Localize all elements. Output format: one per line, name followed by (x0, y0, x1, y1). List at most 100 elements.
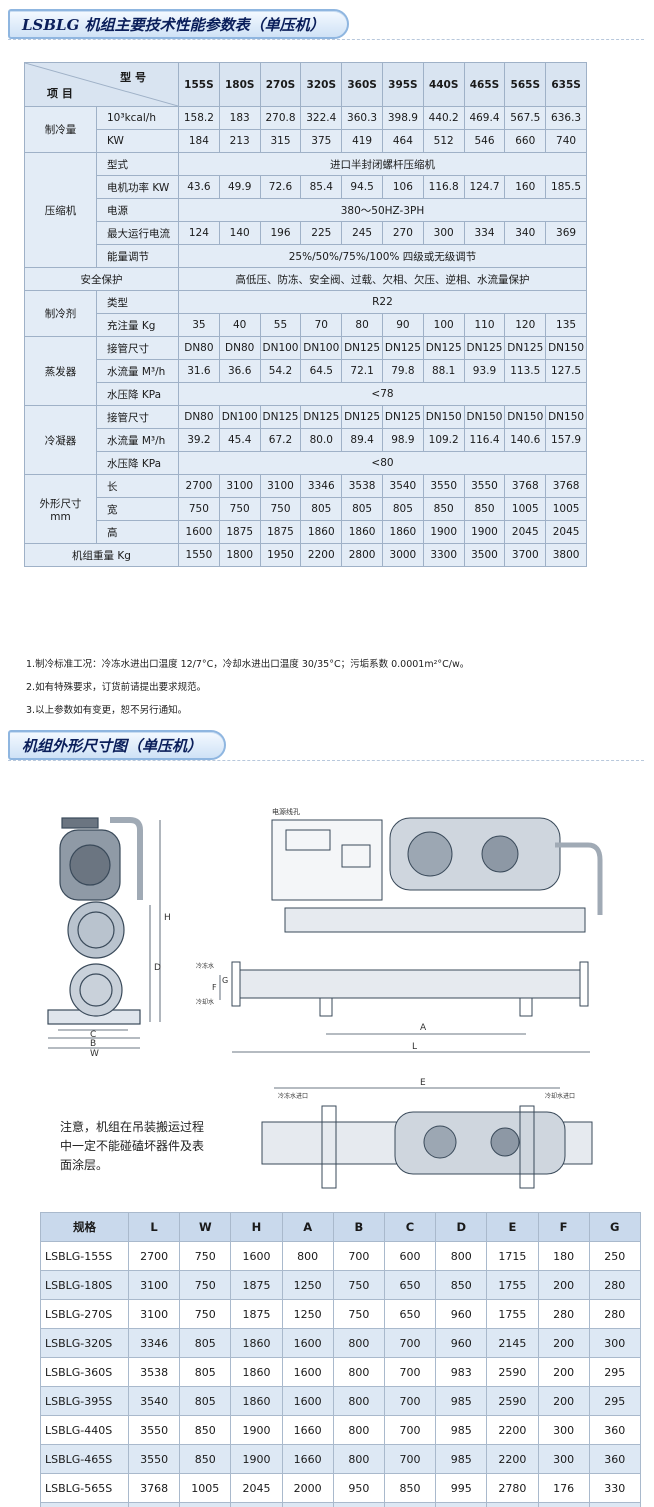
dims-model-cell: LSBLG-395S (40, 1386, 129, 1416)
condenser-pipe-row-value: DN125 (341, 405, 383, 429)
cooling-kw-row-value: 315 (259, 129, 302, 153)
compressor-type-row-label: 型式 (96, 152, 179, 176)
cooling-kcal-row-value: 440.2 (422, 106, 465, 130)
dims-header-w: W (179, 1212, 232, 1242)
dimension-label-line1: 外形尺寸 (39, 497, 82, 510)
section-banner-drawing: 机组外形尺寸图（单压机） (8, 727, 644, 763)
dims-value-cell: 3768 (127, 1473, 181, 1503)
label-cooling-water: 冷却水 (196, 998, 214, 1006)
weight-label: 机组重量 Kg (24, 543, 179, 567)
dims-value-cell: 2780 (486, 1473, 539, 1503)
dimension-height-row-value: 1875 (259, 520, 302, 544)
dims-value-cell: 200 (537, 1270, 590, 1300)
condenser-flow-row-value: 39.2 (178, 428, 220, 452)
compressor-current-row-value: 196 (259, 221, 302, 245)
cooling-kw-row-value: 660 (504, 129, 547, 153)
dims-value-cell: 700 (383, 1328, 437, 1358)
dims-value-cell: 2145 (486, 1328, 539, 1358)
dims-value-cell: 2590 (486, 1386, 539, 1416)
dimension-width-row-value: 750 (218, 497, 261, 521)
dims-value-cell: 3550 (127, 1444, 181, 1474)
condenser-flow-row-value: 116.4 (463, 428, 506, 452)
dimension-width-row-value: 805 (341, 497, 383, 521)
dims-value-cell: 180 (537, 1241, 590, 1271)
dims-value-cell: 300 (537, 1415, 590, 1445)
condenser-pipe-row-value: DN80 (178, 405, 220, 429)
dims-value-cell: 750 (179, 1299, 232, 1329)
dimension-height-row-value: 1600 (178, 520, 220, 544)
condenser-drop-row-value: <80 (178, 451, 587, 475)
weight-value: 1550 (178, 543, 220, 567)
evaporator-pipe-row-value: DN150 (545, 336, 587, 360)
dims-value-cell: 960 (435, 1328, 488, 1358)
dims-value-cell: 700 (383, 1386, 437, 1416)
dims-value-cell: 1860 (230, 1328, 283, 1358)
dims-value-cell: 2045 (230, 1473, 283, 1503)
dims-value-cell: 1600 (281, 1328, 334, 1358)
evaporator-flow-row-value: 113.5 (504, 359, 547, 383)
dims-model-cell: LSBLG-155S (40, 1241, 129, 1271)
section-title-specs: LSBLG 机组主要技术性能参数表（单压机） (8, 9, 349, 39)
dims-value-cell: 1755 (486, 1270, 539, 1300)
evaporator-pipe-row-value: DN125 (463, 336, 506, 360)
dims-value-cell: 295 (588, 1357, 641, 1387)
dims-model-cell: LSBLG-270S (40, 1299, 129, 1329)
condenser-flow-row-value: 157.9 (545, 428, 587, 452)
dimension-length-row-value: 3100 (218, 474, 261, 498)
model-440S: 440S (422, 62, 465, 107)
dims-header-b: B (332, 1212, 385, 1242)
dims-header-g: G (588, 1212, 641, 1242)
label-cw-inlet: 冷却水进口 (545, 1092, 575, 1100)
dims-model-cell: LSBLG-440S (40, 1415, 129, 1445)
weight-value: 1950 (259, 543, 302, 567)
compressor-current-row-value: 140 (218, 221, 261, 245)
evaporator-drop-row: 水压降 KPa<78 (25, 382, 587, 406)
dims-value-cell: 360 (588, 1444, 641, 1474)
dims-value-cell: 3100 (127, 1270, 181, 1300)
dimension-width-row-value: 850 (463, 497, 506, 521)
dims-header-c: C (383, 1212, 437, 1242)
dims-value-cell: 280 (588, 1299, 641, 1329)
dims-value-cell: 2780 (486, 1502, 539, 1507)
dims-value-cell: 850 (383, 1473, 437, 1503)
compressor-supply-row-value: 380～50HZ-3PH (178, 198, 587, 222)
dims-value-cell: 800 (332, 1444, 385, 1474)
dims-value-cell: 176 (537, 1502, 590, 1507)
note-2: 2.如有特殊要求，订货前请提出要求规范。 (26, 682, 207, 693)
dims-value-cell: 985 (435, 1415, 488, 1445)
banner-divider (8, 760, 644, 761)
cooling-kw-row-value: 375 (300, 129, 343, 153)
dims-value-cell: 950 (332, 1473, 385, 1503)
dimension-width-row-value: 805 (381, 497, 424, 521)
dims-model-cell: LSBLG-180S (40, 1270, 129, 1300)
evaporator-pipe-row-value: DN125 (381, 336, 424, 360)
cooling-kw-row-label: KW (96, 129, 179, 153)
dimension-width-row-value: 750 (178, 497, 220, 521)
dimension-length-row-value: 3540 (381, 474, 424, 498)
dims-value-cell: 300 (537, 1444, 590, 1474)
compressor-power-row-value: 106 (381, 175, 424, 199)
section-title-drawing: 机组外形尺寸图（单压机） (8, 730, 227, 760)
header-model-label: 型 号 (120, 71, 146, 84)
dims-value-cell: 700 (383, 1357, 437, 1387)
condenser-pipe-row-value: DN125 (300, 405, 343, 429)
condenser-pipe-row-value: DN150 (545, 405, 587, 429)
dims-value-cell: 330 (588, 1502, 641, 1507)
dimension-length-row-value: 3768 (504, 474, 547, 498)
condenser-pipe-row-value: DN125 (259, 405, 302, 429)
model-635S: 635S (545, 62, 587, 107)
refrigerant-charge-row-value: 70 (300, 313, 343, 337)
dims-value-cell: 700 (383, 1415, 437, 1445)
compressor-type-row-value: 进口半封闭螺杆压缩机 (178, 152, 587, 176)
dims-value-cell: 805 (179, 1328, 232, 1358)
dimension-width-row-label: 宽 (96, 497, 179, 521)
dims-value-cell: 330 (588, 1473, 641, 1503)
